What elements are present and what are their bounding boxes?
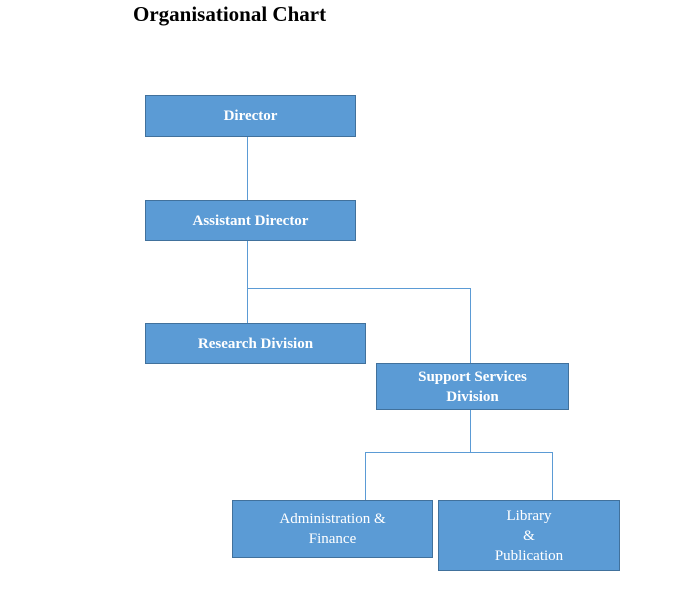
director-label: Director <box>223 108 278 124</box>
research-division-label: Research Division <box>197 335 314 352</box>
director-box: Director <box>145 95 356 137</box>
admin-finance-box: Administration & Finance <box>232 500 433 558</box>
connector-support-library <box>470 452 553 500</box>
support-services-label-line2: Division <box>446 388 499 405</box>
admin-finance-label-line2: Finance <box>308 531 357 547</box>
library-publication-label-line3: Publication <box>494 547 564 564</box>
admin-finance-label-line1: Administration & <box>279 511 386 527</box>
connector-assistant-support <box>247 288 471 364</box>
research-division-box: Research Division <box>145 323 366 364</box>
support-services-box: Support Services Division <box>376 363 569 410</box>
assistant-director-label: Assistant Director <box>192 212 309 229</box>
chart-title: Organisational Chart <box>133 2 327 26</box>
library-publication-box: Library & Publication <box>438 500 620 571</box>
support-services-label-line1: Support Services <box>418 368 527 385</box>
connector-support-admin <box>365 409 471 500</box>
library-publication-label-line1: Library <box>506 507 552 524</box>
library-publication-label-line2: & <box>523 527 535 544</box>
assistant-director-box: Assistant Director <box>145 200 356 241</box>
